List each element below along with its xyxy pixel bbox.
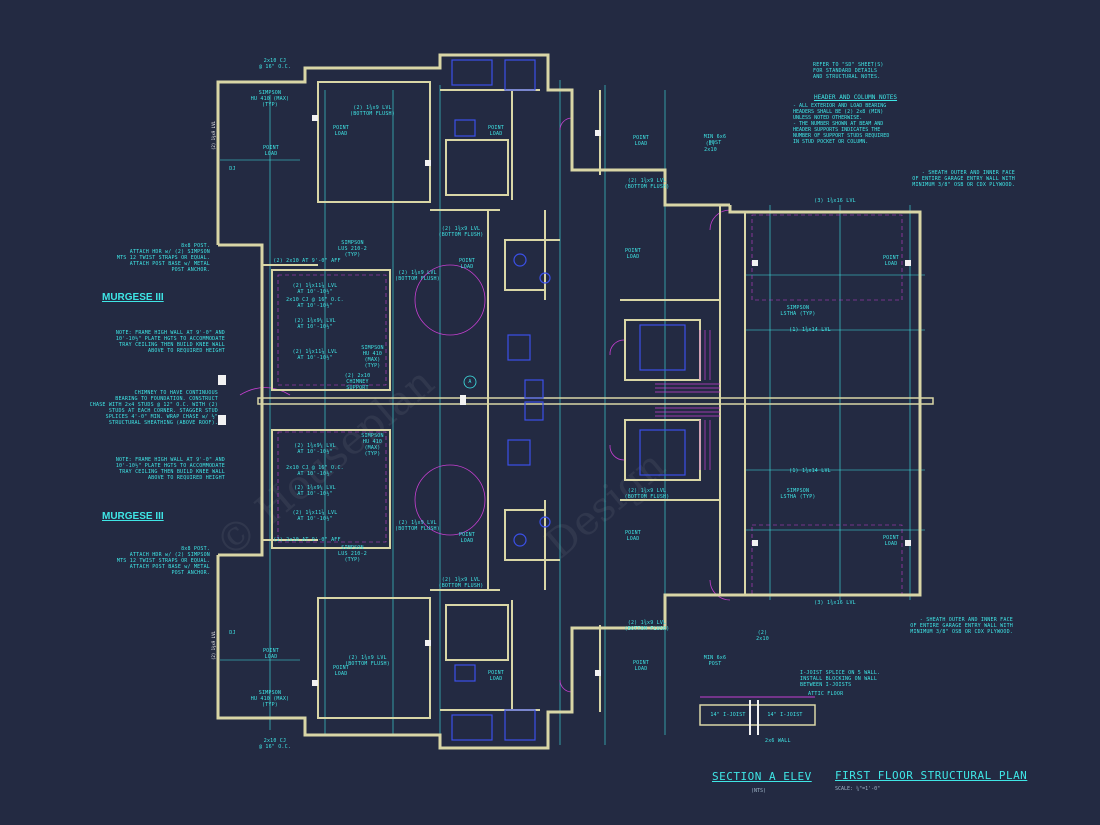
lvl-16: (3) 1¾x16 LVL — [814, 600, 856, 606]
splice-note: I-JOIST SPLICE ON 5 WALL. INSTALL BLOCKI… — [800, 670, 881, 688]
dj-label-bottom: DJ — [229, 630, 236, 636]
point-load: POINT LOAD — [332, 125, 350, 137]
section-title: SECTION A ELEV — [712, 770, 812, 783]
header-note-line: HEADER SUPPORTS INDICATES THE — [793, 127, 881, 133]
lvl-label: (2) 1¾x9¼ LVL AT 10'-10½" — [294, 443, 336, 455]
lvl-bottom-flush: (2) 1¾x9 LVL (BOTTOM FLUSH) — [624, 178, 670, 190]
section-detail — [699, 696, 816, 735]
lvl-bottom-flush: (2) 1¾x9 LVL (BOTTOM FLUSH) — [438, 226, 484, 238]
stairs — [655, 330, 720, 470]
hdr-9-bottom: (2) 2x10 AT 9'-0" AFF — [273, 537, 341, 543]
wall-2x6-label: 2x6 WALL — [765, 738, 791, 744]
general-note: REFER TO "SD" SHEET(S) FOR STANDARD DETA… — [813, 62, 884, 80]
sheath-note-bottom: - SHEATH OUTER AND INNER FACE OF ENTIRE … — [910, 617, 1013, 635]
center-beam — [257, 397, 934, 405]
lvl-bottom-flush: (2) 1¾x9 LVL (BOTTOM FLUSH) — [350, 105, 395, 117]
point-load: POINT LOAD — [882, 535, 900, 547]
post-note-top: 8x8 POST. ATTACH HDR w/ (2) SIMPSON MTS … — [116, 243, 210, 273]
simpson-hu-mid: SIMPSON HU 410 (MAX) (TYP) — [361, 433, 384, 457]
cj-label-top: 2x10 CJ @ 16" O.C. — [258, 58, 292, 70]
joist-left-label: 14" I-JOIST — [710, 712, 746, 718]
point-load: POINT LOAD — [882, 255, 900, 267]
plumbing-fixtures — [451, 59, 686, 741]
attic-floor-label: ATTIC FLOOR — [808, 691, 844, 697]
lvl-label: (2) 1¾x11⅞ LVL AT 10'-10½" — [292, 349, 338, 361]
dj-label-top: DJ — [229, 166, 236, 172]
point-load: POINT LOAD — [624, 530, 642, 542]
wall-note-bottom: NOTE: FRAME HIGH WALL AT 9'-0" AND 10'-1… — [115, 457, 225, 481]
simpson-hu-mid: SIMPSON HU 410 (MAX) (TYP) — [361, 345, 384, 369]
lvl-bottom-flush: (2) 1¾x9 LVL (BOTTOM FLUSH) — [345, 655, 390, 667]
lvl-bottom-flush: (2) 1¾x9 LVL (BOTTOM FLUSH) — [395, 520, 440, 532]
cj-label-bottom: 2x10 CJ @ 16" O.C. — [258, 738, 292, 750]
section-scale: (NTS) — [751, 788, 767, 794]
dimension-text: (2) 1¾x9 LVL (2) 1¾x9 LVL — [211, 121, 217, 660]
hdr-9-top: (2) 2x10 AT 9'-0" AFF — [273, 258, 341, 264]
point-load: POINT LOAD — [332, 665, 350, 677]
header-note-line: IN STUD POCKET OR COLUMN. — [793, 139, 869, 145]
point-load: POINT LOAD — [458, 532, 476, 544]
lvl-bottom-flush: (2) 1¾x9 LVL (BOTTOM FLUSH) — [624, 620, 670, 632]
simpson-hu-top: SIMPSON HU 410 (MAX) (TYP) — [250, 90, 290, 108]
header-note-line: NUMBER OF SUPPORT STUDS REQUIRED — [793, 133, 890, 139]
lvl-bottom-flush: (2) 1¾x9 LVL (BOTTOM FLUSH) — [395, 270, 440, 282]
lvl-14: (1) 1¾x14 LVL — [789, 327, 831, 333]
post-markers — [218, 115, 911, 686]
header-notes-heading: HEADER AND COLUMN NOTES — [813, 94, 898, 101]
wall-note-top: NOTE: FRAME HIGH WALL AT 9'-0" AND 10'-1… — [115, 330, 225, 354]
lvl-16: (3) 1¾x16 LVL — [814, 198, 856, 204]
point-load: POINT LOAD — [487, 125, 505, 137]
header-column-notes: HEADER AND COLUMN NOTES - ALL EXTERIOR A… — [793, 94, 918, 146]
svg-text:(2) 1¾x9 LVL: (2) 1¾x9 LVL — [211, 121, 217, 150]
lvl-14: (1) 1¾x14 LVL — [789, 468, 831, 474]
simpson-hu-bottom: SIMPSON HU 410 (MAX) (TYP) — [250, 690, 290, 708]
post-note-bottom: 8x8 POST. ATTACH HDR w/ (2) SIMPSON MTS … — [116, 546, 210, 576]
lvl-bottom-flush: (2) 1¾x9 LVL (BOTTOM FLUSH) — [624, 488, 670, 500]
simpson-lstha: SIMPSON LSTHA (TYP) — [780, 488, 816, 500]
point-load: POINT LOAD — [632, 135, 650, 147]
lvl-label: (2) 1¾x11⅞ LVL AT 10'-10½" — [292, 510, 338, 522]
lvl-bottom-flush: (2) 1¾x9 LVL (BOTTOM FLUSH) — [438, 577, 484, 589]
point-load: POINT LOAD — [487, 670, 505, 682]
svg-text:Design: Design — [537, 442, 674, 568]
header-note-line: - THE NUMBER SHOWN AT BEAM AND — [793, 121, 884, 127]
chimney-support: (2) 2x10 CHIMNEY SUPPORT — [344, 373, 371, 391]
lvl-label: (2) 1¾x9¼ LVL AT 10'-10½" — [294, 318, 336, 330]
point-load-tl: POINT LOAD — [262, 145, 280, 157]
hdr-2x10: (2) 2x10 — [704, 141, 717, 153]
cj-mid-label: 2x10 CJ @ 16" O.C. AT 10'-10½" — [286, 297, 344, 309]
interior-walls — [262, 81, 746, 719]
header-note-line: HEADERS SHALL BE (2) 2x8 (MIN) — [793, 109, 884, 115]
hdr-2x10: (2) 2x10 — [756, 630, 769, 642]
point-load-bl: POINT LOAD — [262, 648, 280, 660]
section-marker-label: A — [468, 379, 472, 385]
section-marker — [463, 375, 477, 389]
sheet-scale: SCALE: ¼"=1'-0" — [835, 786, 881, 792]
cj-mid-label: 2x10 CJ @ 16" O.C. AT 10'-10½" — [286, 465, 344, 477]
sheath-note-top: - SHEATH OUTER AND INNER FACE OF ENTIRE … — [912, 170, 1015, 188]
min-post-top: MIN 6x6 POST — [703, 134, 727, 146]
exterior-walls — [216, 53, 922, 750]
point-load: POINT LOAD — [624, 248, 642, 260]
lvl-label: (2) 1¾x11⅞ LVL AT 10'-10½" — [292, 283, 338, 295]
lvl-label: (2) 1¾x9¼ LVL AT 10'-10½" — [294, 485, 336, 497]
header-note-line: UNLESS NOTED OTHERWISE. — [793, 115, 863, 121]
sheet-title: FIRST FLOOR STRUCTURAL PLAN — [835, 769, 1028, 782]
min-post-bottom: MIN 6x6 POST — [703, 655, 727, 667]
svg-text:(2) 1¾x9 LVL: (2) 1¾x9 LVL — [211, 631, 217, 660]
chimney-note: CHIMNEY TO HAVE CONTINUOUS BEARING TO FO… — [89, 390, 218, 426]
simpson-lus-bottom: SIMPSON LUS 210-2 (TYP) — [338, 545, 367, 563]
simpson-lstha: SIMPSON LSTHA (TYP) — [780, 305, 816, 317]
murgese-label-bottom: MURGESE III — [102, 511, 164, 522]
murgese-label-top: MURGESE III — [102, 292, 164, 303]
point-load: POINT LOAD — [632, 660, 650, 672]
point-load: POINT LOAD — [458, 258, 476, 270]
header-note-line: - ALL EXTERIOR AND LOAD BEARING — [793, 103, 887, 109]
joist-right-label: 14" I-JOIST — [767, 712, 803, 718]
simpson-lus-top: SIMPSON LUS 210-2 (TYP) — [338, 240, 367, 258]
